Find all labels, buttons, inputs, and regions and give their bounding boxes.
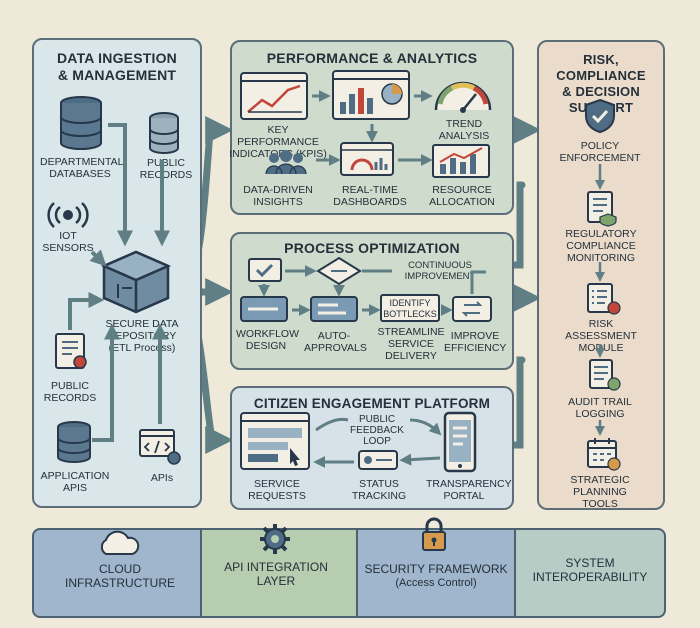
audit-label: AUDIT TRAIL LOGGING [568,396,632,420]
transparency-label: TRANSPARENCY PORTAL [426,478,512,502]
calendar-planning-icon [586,436,622,472]
ingestion-title-line2: & MANAGEMENT [57,67,177,83]
process-flow-arrows [258,265,486,316]
application-apis-label: APPLICATION APIs [40,470,110,494]
public-records-db-icon [148,112,180,156]
streamline-label: STREAMLINE SERVICE DELIVERY [377,326,445,362]
mobile-phone-icon [443,411,477,474]
application-db-icon [56,420,92,466]
risk-title-line1: RISK, COMPLIANCE [556,52,646,83]
performance-flow-arrows [312,90,433,166]
document-certificate-icon [52,332,92,372]
identify-label: IDENTIFY BOTTLECKS [383,298,437,319]
auto-label: AUTO-APPROVALS [304,330,367,354]
cloud-icon [96,530,140,556]
cloud-label: CLOUD INFRASTRUCTURE [65,562,175,590]
ingestion-title-line1: DATA INGESTION [57,50,177,66]
citizen-title: CITIZEN ENGAGEMENT PLATFORM [253,396,491,411]
identify-bottlenecks-box: IDENTIFY BOTTLECKS [380,294,440,322]
risk-checklist-icon [586,282,622,316]
improve-loop-box [452,296,494,324]
strategic-label: STRATEGIC PLANNING TOOLS [570,474,630,510]
gauge-icon [432,74,494,114]
interoperability-piece [514,528,666,618]
regulatory-label: REGULATORY COMPLIANCE MONITORING [565,228,637,264]
compliance-document-icon [586,190,620,227]
workflow-design-box [240,296,290,324]
people-insights-icon [262,150,310,178]
gear-icon [258,522,292,556]
shield-check-icon [584,98,616,134]
realtime-label: REAL-TIME DASHBOARDS [333,184,407,208]
resource-chart-icon [432,144,492,180]
api-layer-label: API INTEGRATION LAYER [224,560,328,588]
feedback-label: PUBLIC FEEDBACK LOOP [350,414,404,447]
bar-pie-window-icon [332,70,412,122]
audit-log-icon [588,358,622,392]
public-records-top-label: PUBLIC RECORDS [139,157,193,181]
auto-approvals-box [310,296,360,324]
apis-label: APIs [150,472,174,484]
padlock-icon [420,516,448,552]
policy-label: POLICY ENFORCEMENT [559,140,641,164]
checkbox-window-icon [248,258,284,284]
kpi-chart-window-icon [240,72,310,122]
risk-flow-arrows [595,164,605,436]
public-records-bottom-label: PUBLIC RECORDS [43,380,97,404]
data-driven-label: DATA-DRIVEN INSIGHTS [243,184,313,208]
departmental-databases-label: DEPARTMENTAL DATABASES [40,156,124,180]
security-sub-label: (Access Control) [395,577,477,589]
trend-analysis-label: TREND ANALYSIS [438,118,490,142]
status-tracking-icon [358,450,400,472]
service-requests-label: SERVICE REQUESTS [248,478,306,502]
status-tracking-label: STATUS TRACKING [351,478,407,502]
interop-label: SYSTEM INTEROPERABILITY [532,556,648,584]
database-icon [58,95,104,153]
workflow-label: WORKFLOW DESIGN [236,328,299,352]
iot-sensors-label: IOT SENSORS [42,230,94,254]
code-window-icon [138,428,182,466]
performance-title: PERFORMANCE & ANALYTICS [266,50,478,66]
decision-diamond-icon [316,256,362,286]
continuous-label: CONTINUOUS IMPROVEMENT [404,260,476,282]
realtime-dashboard-icon [340,142,396,182]
resource-label: RESOURCE ALLOCATION [429,184,495,208]
iot-sensor-icon [46,202,90,228]
improve-label: IMPROVE EFFICIENCY [444,330,507,354]
security-label: SECURITY FRAMEWORK [364,562,508,576]
process-title: PROCESS OPTIMIZATION [284,240,460,256]
ingestion-flow-arrows [68,123,170,442]
service-request-window-icon [240,412,312,472]
repository-cube-icon [100,248,172,314]
citizen-flow-arrows [313,417,442,468]
performance-analytics-panel: PERFORMANCE & ANALYTICS [230,40,514,215]
